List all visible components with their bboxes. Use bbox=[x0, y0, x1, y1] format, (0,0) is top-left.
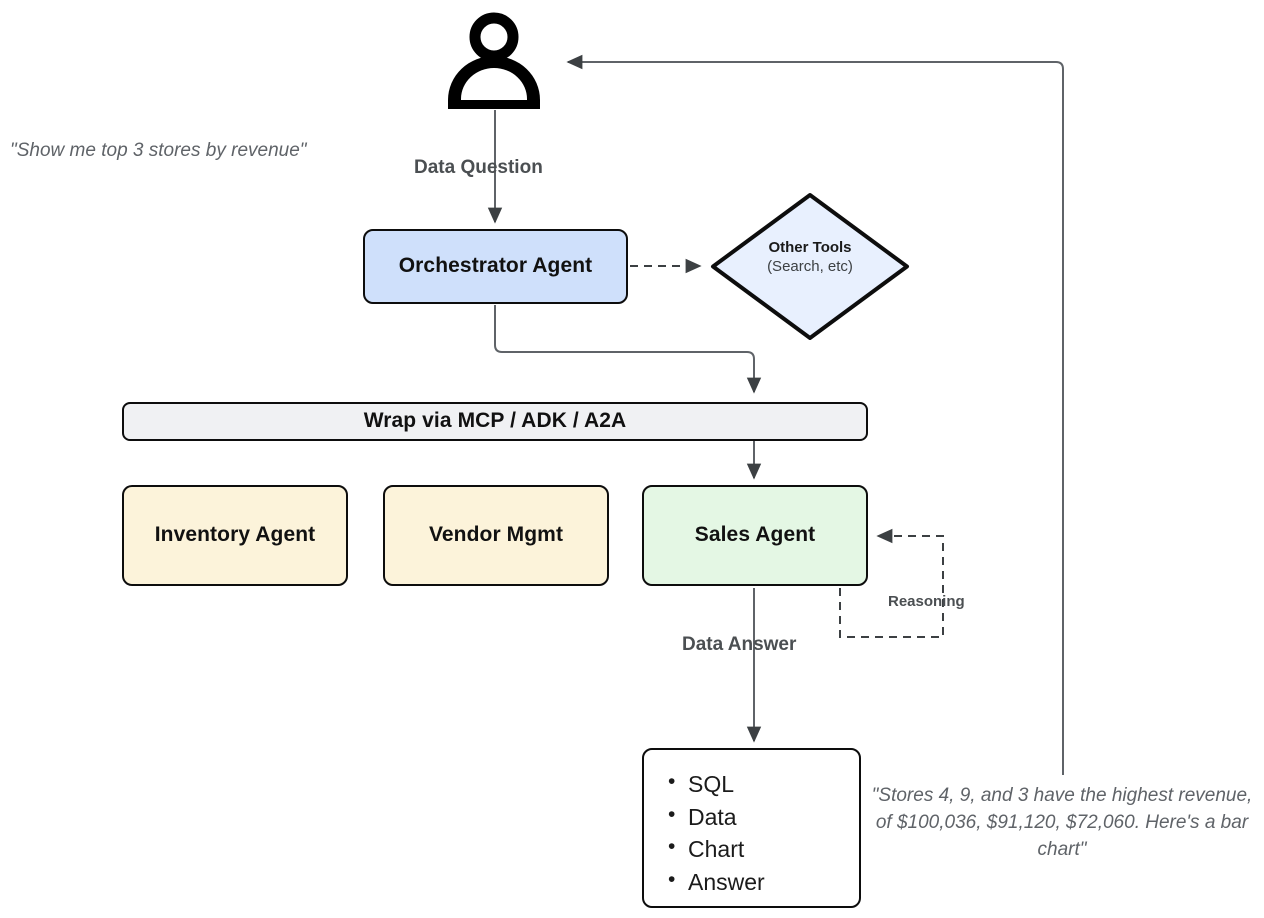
node-mcp-wrapper[interactable]: Wrap via MCP / ADK / A2A bbox=[122, 402, 868, 441]
edge-label-reasoning: Reasoning bbox=[888, 593, 965, 610]
node-other-tools-title: Other Tools bbox=[768, 239, 852, 256]
list-item: SQL bbox=[666, 767, 859, 801]
node-vendor-mgmt-label: Vendor Mgmt bbox=[428, 523, 564, 547]
node-output-artifacts[interactable]: SQL Data Chart Answer bbox=[642, 748, 861, 908]
output-artifact-list: SQL Data Chart Answer bbox=[666, 767, 859, 899]
node-inventory-agent[interactable]: Inventory Agent bbox=[122, 485, 348, 586]
annotation-user-request: "Show me top 3 stores by revenue" bbox=[10, 140, 307, 161]
node-sales-agent-label: Sales Agent bbox=[694, 523, 816, 547]
node-mcp-wrapper-label: Wrap via MCP / ADK / A2A bbox=[363, 409, 627, 433]
node-inventory-agent-label: Inventory Agent bbox=[154, 523, 316, 547]
edge-label-data-answer: Data Answer bbox=[682, 634, 797, 655]
annotation-agent-answer: "Stores 4, 9, and 3 have the highest rev… bbox=[871, 785, 1253, 860]
node-orchestrator-agent[interactable]: Orchestrator Agent bbox=[363, 229, 628, 304]
person-icon bbox=[448, 12, 540, 109]
node-other-tools[interactable]: Other Tools (Search, etc) bbox=[707, 189, 913, 344]
edge-label-data-question: Data Question bbox=[414, 157, 543, 178]
node-sales-agent[interactable]: Sales Agent bbox=[642, 485, 868, 586]
node-orchestrator-agent-label: Orchestrator Agent bbox=[398, 254, 593, 278]
diamond-shape bbox=[711, 193, 909, 340]
list-item: Answer bbox=[666, 865, 859, 899]
list-item: Chart bbox=[666, 832, 859, 866]
node-other-tools-text: Other Tools (Search, etc) bbox=[707, 239, 913, 277]
node-vendor-mgmt[interactable]: Vendor Mgmt bbox=[383, 485, 609, 586]
node-other-tools-sublabel: (Search, etc) bbox=[767, 257, 853, 275]
list-item: Data bbox=[666, 800, 859, 834]
